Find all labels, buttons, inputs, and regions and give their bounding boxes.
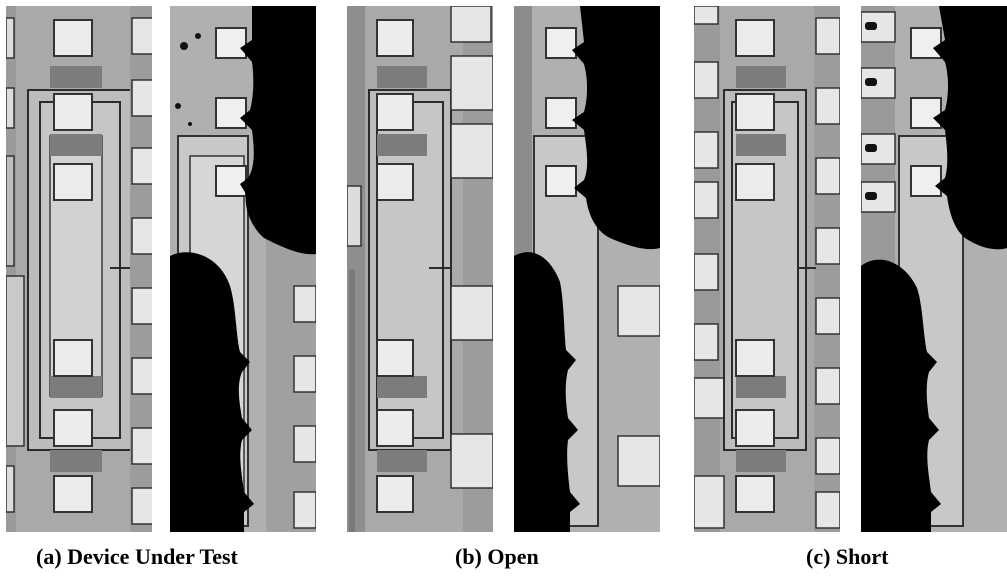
caption-device-under-test: (a) Device Under Test (36, 544, 238, 569)
photo-chip-a (6, 6, 152, 532)
photo-chip-c (694, 6, 840, 532)
photo-chip-b (347, 6, 493, 532)
photo-probe-b (514, 6, 660, 532)
photo-probe-a (170, 6, 316, 532)
caption-short: (c) Short (806, 544, 889, 569)
caption-open: (b) Open (455, 544, 539, 569)
photo-probe-c (861, 6, 1007, 532)
